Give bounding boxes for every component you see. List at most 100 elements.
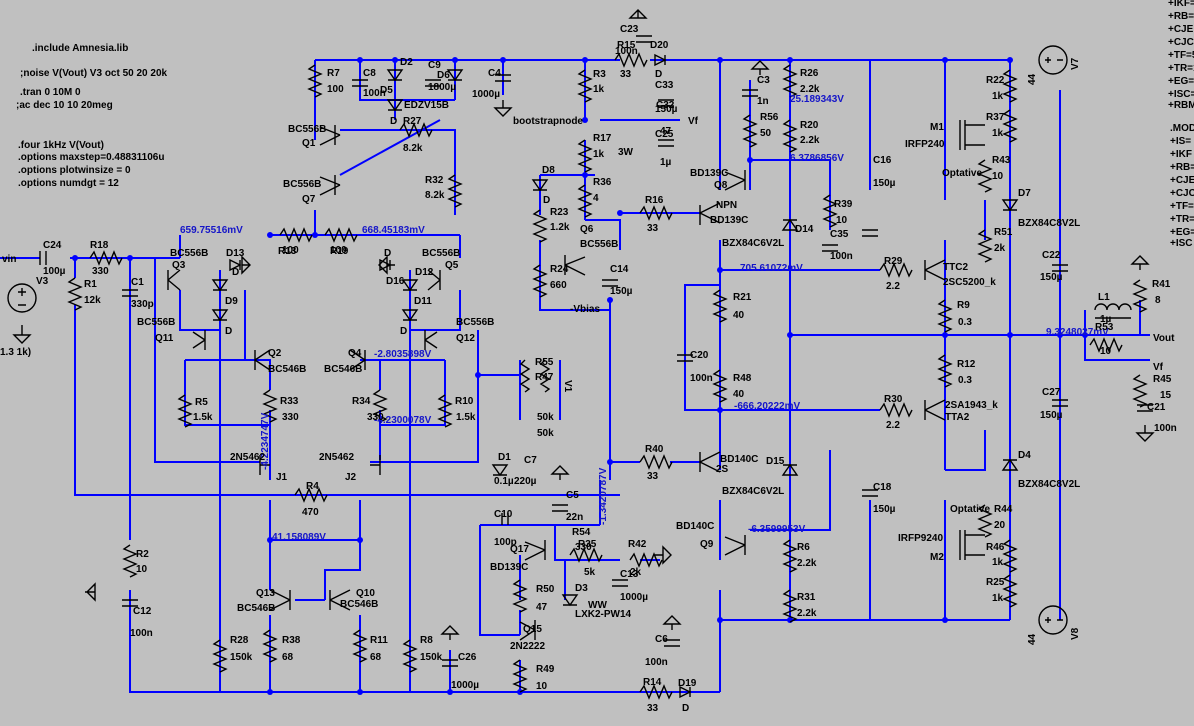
component-value: D [400,326,407,337]
model-param: +ISC= [1168,89,1194,100]
component-symbols [7,9,1155,700]
model-param: +CJC [1170,188,1194,199]
component-value: 100 [282,245,299,256]
component-value: 2SC5200_k [943,277,996,288]
component-value: 100n [1154,423,1177,434]
component-name: R39 [834,199,853,210]
label-v1: V1 [562,380,573,393]
v3-value: 1.3 1k) [0,347,31,358]
net-bootstrapnode: bootstrapnode [513,116,583,127]
component-value: 47 [536,602,548,613]
component-name: TTA2 [945,412,970,423]
component-value: 150µ [1040,410,1063,421]
component-value: 1000µ [451,680,479,691]
label-d: D [390,116,397,127]
component-value: 68 [370,652,382,663]
component-value: 0.3 [958,317,972,328]
component-value: 10 [992,171,1004,182]
component-name: Q12 [456,333,475,344]
component-name: R2 [136,549,149,560]
component-name: C5 [566,490,579,501]
component-value: 1k [992,91,1004,102]
component-value: 40 [733,389,745,400]
component-name: J1 [276,472,288,483]
component-name: D2 [400,57,413,68]
component-value: 50k [537,428,554,439]
component-value: 33 [620,69,632,80]
component-value: 1k [992,128,1004,139]
component-name: R53 [1095,322,1114,333]
component-value: 20 [994,520,1006,531]
component-value: BD140C [676,521,714,532]
component-name: Q13 [256,588,275,599]
component-value: 100n [615,46,638,57]
component-name: Q1 [302,138,316,149]
component-value: 33 [647,223,659,234]
component-value: D [384,248,391,259]
component-value: 1k [992,593,1004,604]
component-name: R38 [282,635,301,646]
component-name: C14 [610,264,629,275]
component-value: 100n [690,373,713,384]
component-value: 330p [131,299,154,310]
component-name: D1 [498,452,511,463]
component-name: TTC2 [943,262,968,273]
node-voltage: 668.45183mV [362,225,425,236]
component-value: 1.5k [456,412,476,423]
directive-ac: ;ac dec 10 10 20meg [16,100,113,111]
component-name: R13 [278,246,297,257]
component-name: R9 [957,300,970,311]
model-param: +TF= [1170,201,1194,212]
component-name: Q17 [510,544,529,555]
component-value: BC546B [268,364,306,375]
model-param: +CJE [1168,24,1194,35]
node-voltage: -4.2300078V [374,415,432,426]
net-vout: Vout [1153,333,1175,344]
component-name: D5 [380,85,393,96]
component-value: BZX84C6V2L [722,486,784,497]
component-value: 47 [660,126,672,137]
component-value: D [225,326,232,337]
component-value: 2.2k [797,608,817,619]
net-vbias: -Vbias [570,304,600,315]
component-value: BC556B [422,248,460,259]
v3-name: V3 [36,276,49,287]
component-value: 50 [760,128,772,139]
component-name: R21 [733,292,752,303]
node-voltage: 25.189343V [790,94,844,105]
net-labels: vin bootstrapnode Vf Vf -Vbias Vout 1.3 … [0,57,1175,645]
component-value: 1.2k [550,222,570,233]
component-value: 4 [593,193,599,204]
component-value: BC556B [288,124,326,135]
model-param: +IKF= [1168,0,1194,9]
component-value: 15 [1160,390,1172,401]
node-voltage: -2.8035898V [374,349,432,360]
component-name: R27 [403,116,422,127]
component-name: R56 [760,112,779,123]
component-value: 1000µ [620,592,648,603]
component-name: C10 [494,509,513,520]
component-name: R19 [330,246,349,257]
node-voltage: -4.2234747V [260,412,271,470]
component-value: 100 [327,84,344,95]
component-name: D16 [386,276,405,287]
component-name: C25 [655,129,674,140]
component-value: 8.2k [403,143,423,154]
component-name: C18 [873,482,892,493]
component-name: R16 [645,195,664,206]
component-name: Q11 [155,333,174,344]
component-name: Q2 [268,348,282,359]
component-name: Q5 [445,260,459,271]
component-value: BD139C [490,562,528,573]
component-name: R7 [327,68,340,79]
component-name: L1 [1098,292,1110,303]
component-value: BC546B [237,603,275,614]
label-optative: Optative [950,504,990,515]
component-name: R50 [536,584,555,595]
junctions [72,57,1088,695]
component-value: 100p [494,537,517,548]
net-vf: Vf [688,116,699,127]
component-name: R42 [628,539,647,550]
component-name: Q7 [302,194,316,205]
